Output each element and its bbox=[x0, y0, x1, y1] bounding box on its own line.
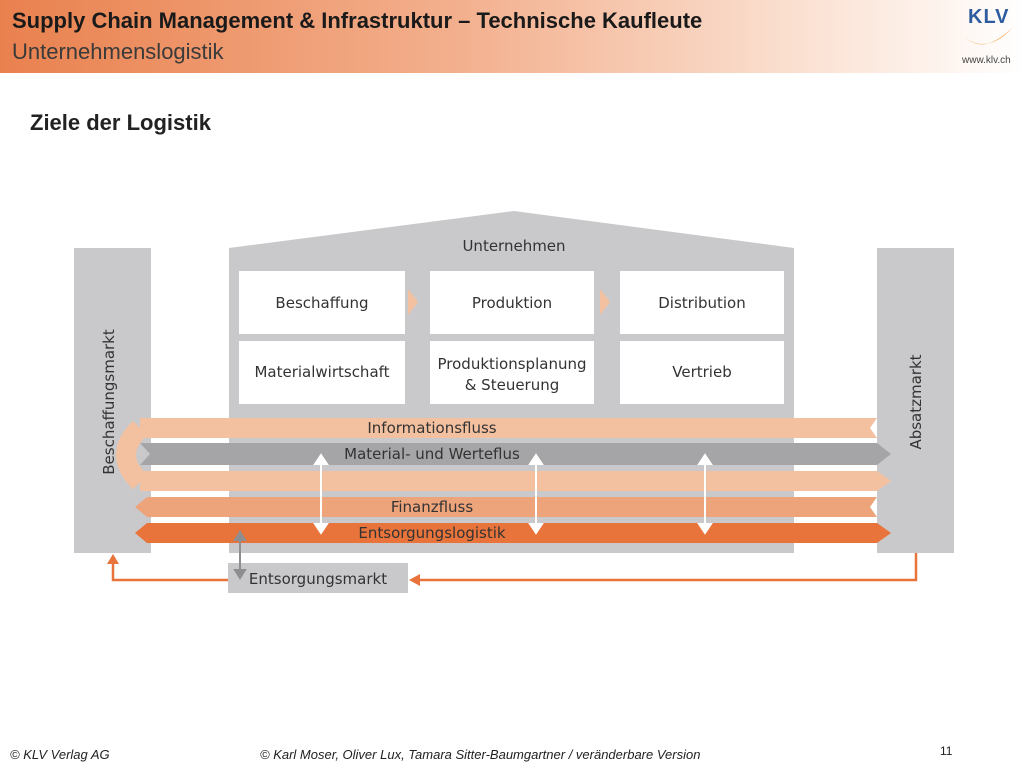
header-bar: Supply Chain Management & Infrastruktur … bbox=[0, 0, 1024, 73]
box-vertrieb bbox=[620, 341, 784, 404]
logo-url: www.klv.ch bbox=[962, 55, 1011, 66]
return-flow-band bbox=[140, 471, 891, 491]
footer-authors: © Karl Moser, Oliver Lux, Tamara Sitter-… bbox=[260, 747, 701, 762]
arrow-to-beschaffungsmarkt bbox=[107, 554, 119, 564]
header-title: Supply Chain Management & Infrastruktur … bbox=[12, 8, 703, 33]
label-materialwirtschaft: Materialwirtschaft bbox=[254, 363, 389, 381]
company-label: Unternehmen bbox=[462, 237, 565, 255]
page-number: 11 bbox=[940, 744, 953, 758]
box-materialwirtschaft bbox=[239, 341, 405, 404]
absatzmarkt-column bbox=[877, 248, 954, 553]
disposal-double-arrow bbox=[233, 530, 247, 580]
beschaffungsmarkt-column bbox=[74, 248, 151, 553]
label-entsorgungsmarkt: Entsorgungsmarkt bbox=[249, 570, 387, 588]
label-informationsfluss: Informationsfluss bbox=[367, 419, 496, 437]
box-produktionsplanung bbox=[430, 341, 594, 404]
label-finanzfluss: Finanzfluss bbox=[391, 498, 474, 516]
label-entsorgungslogistik: Entsorgungslogistik bbox=[358, 524, 506, 542]
flow-loop bbox=[116, 420, 148, 490]
row-arrow-2 bbox=[600, 289, 610, 315]
logo-text: KLV bbox=[968, 6, 1010, 28]
return-arrows bbox=[111, 553, 918, 582]
row-arrow-1 bbox=[408, 289, 418, 315]
arrow-to-entsorgungsmarkt bbox=[409, 574, 420, 586]
finanzfluss-band bbox=[135, 497, 877, 517]
label-beschaffung: Beschaffung bbox=[275, 294, 368, 312]
box-beschaffung bbox=[239, 271, 405, 334]
box-distribution bbox=[620, 271, 784, 334]
label-produktionsplanung: Produktionsplanung bbox=[438, 355, 587, 373]
entsorgungsmarkt-box bbox=[228, 563, 408, 593]
label-beschaffungsmarkt: Beschaffungsmarkt bbox=[100, 329, 118, 475]
label-absatzmarkt: Absatzmarkt bbox=[907, 354, 925, 449]
label-distribution: Distribution bbox=[658, 294, 746, 312]
header-subtitle: Unternehmenslogistik bbox=[12, 39, 224, 64]
label-materialfluss: Material- und Werteflus bbox=[344, 445, 520, 463]
vertical-arrows bbox=[313, 453, 713, 535]
informationsfluss-band bbox=[140, 418, 877, 438]
label-produktion: Produktion bbox=[472, 294, 552, 312]
label-vertrieb: Vertrieb bbox=[672, 363, 731, 381]
label-steuerung: & Steuerung bbox=[465, 376, 560, 394]
klv-logo-icon bbox=[964, 28, 1012, 45]
entsorgungslogistik-band bbox=[135, 523, 891, 543]
box-produktion bbox=[430, 271, 594, 334]
section-title: Ziele der Logistik bbox=[30, 110, 211, 135]
footer-copyright: © KLV Verlag AG bbox=[10, 747, 110, 762]
